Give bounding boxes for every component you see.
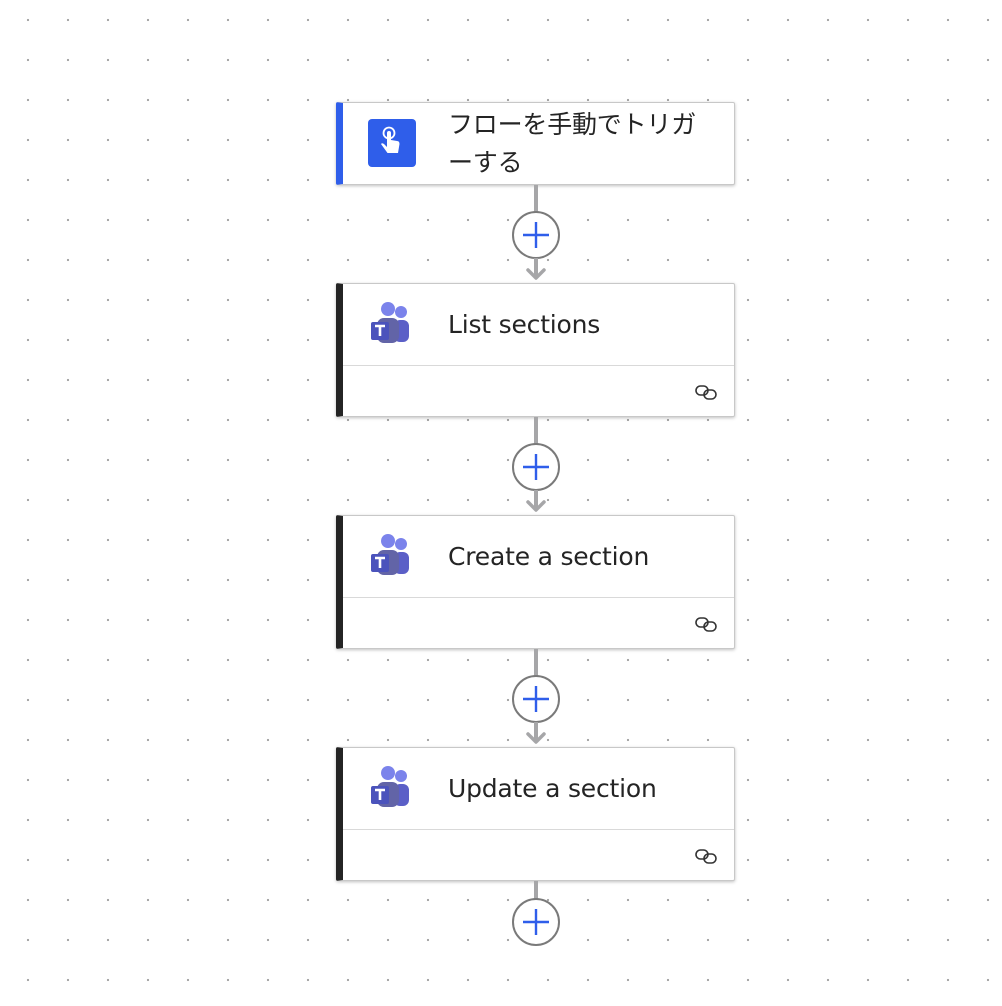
chevron-down-icon	[526, 268, 546, 280]
plus-icon	[523, 222, 549, 248]
trigger-title: フローを手動でトリガーする	[448, 110, 697, 177]
action-card-update-section[interactable]: Update a section	[336, 747, 735, 881]
action-card-footer	[343, 598, 734, 648]
action-card-list-sections[interactable]: List sections	[336, 283, 735, 417]
action-card-create-section[interactable]: Create a section	[336, 515, 735, 649]
plus-icon	[523, 454, 549, 480]
plus-icon	[523, 686, 549, 712]
connector-line	[534, 185, 538, 215]
connector-line	[534, 417, 538, 447]
action-card-footer	[343, 830, 734, 880]
action-card-header[interactable]: List sections	[343, 284, 734, 366]
connection-link-icon[interactable]	[694, 612, 718, 636]
connector-line	[534, 258, 538, 278]
action-card-footer	[343, 366, 734, 416]
add-step-button[interactable]	[512, 443, 560, 491]
trigger-card-header[interactable]: フローを手動でトリガーする	[343, 103, 734, 185]
chevron-down-icon	[526, 500, 546, 512]
microsoft-teams-icon	[368, 300, 416, 348]
connection-link-icon[interactable]	[694, 844, 718, 868]
action-title: Update a section	[448, 774, 657, 803]
trigger-card[interactable]: フローを手動でトリガーする	[336, 102, 735, 185]
connector-line	[534, 722, 538, 742]
manual-trigger-hand-icon	[368, 119, 416, 167]
microsoft-teams-icon	[368, 532, 416, 580]
add-step-button[interactable]	[512, 211, 560, 259]
action-card-header[interactable]: Create a section	[343, 516, 734, 598]
plus-icon	[523, 909, 549, 935]
connector-line	[534, 490, 538, 510]
action-card-header[interactable]: Update a section	[343, 748, 734, 830]
connector-line	[534, 881, 538, 901]
add-step-button[interactable]	[512, 675, 560, 723]
connection-link-icon[interactable]	[694, 380, 718, 404]
action-title: List sections	[448, 310, 601, 339]
microsoft-teams-icon	[368, 764, 416, 812]
chevron-down-icon	[526, 732, 546, 744]
add-step-button[interactable]	[512, 898, 560, 946]
action-title: Create a section	[448, 542, 650, 571]
connector-line	[534, 649, 538, 679]
